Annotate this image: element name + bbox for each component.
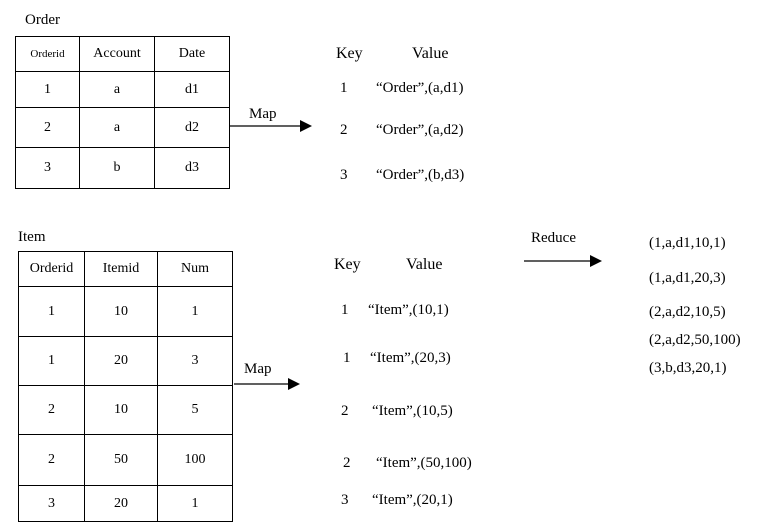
item-map-key: 2 <box>341 403 349 419</box>
reduce-result: (1,a,d1,10,1) <box>649 235 726 251</box>
order-row: 1 a d1 <box>15 71 230 108</box>
item-table: Orderid Itemid Num 1 10 1 1 20 3 2 10 5 … <box>18 251 233 522</box>
order-table: Orderid Account Date 1 a d1 2 a d2 3 b d… <box>15 36 230 189</box>
order-cell: d2 <box>154 107 230 148</box>
item-col-header: Itemid <box>84 251 158 287</box>
order-map-key: 2 <box>340 122 348 138</box>
item-cell: 5 <box>157 385 233 435</box>
order-cell: 1 <box>15 71 80 108</box>
reduce-result: (3,b,d3,20,1) <box>649 360 727 376</box>
order-cell: d1 <box>154 71 230 108</box>
item-cell: 50 <box>84 434 158 486</box>
item-cell: 20 <box>84 485 158 522</box>
order-header-row: Orderid Account Date <box>15 36 230 72</box>
item-cell: 3 <box>18 485 85 522</box>
item-cell: 3 <box>157 336 233 386</box>
order-row: 3 b d3 <box>15 147 230 189</box>
order-table-title: Order <box>25 12 60 28</box>
item-col-header: Orderid <box>18 251 85 287</box>
order-cell: a <box>79 107 155 148</box>
item-value-header: Value <box>406 256 443 273</box>
item-col-header: Num <box>157 251 233 287</box>
item-map-value: “Item”,(20,1) <box>372 492 453 508</box>
order-map-key: 1 <box>340 80 348 96</box>
item-map-key: 3 <box>341 492 349 508</box>
order-value-header: Value <box>412 45 449 62</box>
item-map-arrow <box>234 378 300 390</box>
order-col-header: Orderid <box>15 36 80 72</box>
order-map-arrow <box>230 120 312 132</box>
order-cell: 2 <box>15 107 80 148</box>
item-map-value: “Item”,(10,1) <box>368 302 449 318</box>
reduce-result: (1,a,d1,20,3) <box>649 270 726 286</box>
item-table-title: Item <box>18 229 46 245</box>
item-row: 3 20 1 <box>18 485 233 522</box>
reduce-label: Reduce <box>531 230 576 246</box>
order-map-value: “Order”,(a,d2) <box>376 122 464 138</box>
item-map-label: Map <box>244 361 272 377</box>
item-map-key: 1 <box>341 302 349 318</box>
item-row: 1 10 1 <box>18 286 233 337</box>
item-cell: 10 <box>84 286 158 337</box>
order-cell: d3 <box>154 147 230 189</box>
order-key-header: Key <box>336 45 363 62</box>
item-header-row: Orderid Itemid Num <box>18 251 233 287</box>
order-cell: a <box>79 71 155 108</box>
item-cell: 10 <box>84 385 158 435</box>
reduce-result: (2,a,d2,50,100) <box>649 332 741 348</box>
reduce-result: (2,a,d2,10,5) <box>649 304 726 320</box>
order-col-header: Account <box>79 36 155 72</box>
item-row: 2 10 5 <box>18 385 233 435</box>
order-map-value: “Order”,(b,d3) <box>376 167 465 183</box>
item-row: 2 50 100 <box>18 434 233 486</box>
item-cell: 20 <box>84 336 158 386</box>
item-map-key: 1 <box>343 350 351 366</box>
item-key-header: Key <box>334 256 361 273</box>
reduce-arrow <box>524 255 602 267</box>
item-map-key: 2 <box>343 455 351 471</box>
order-map-label: Map <box>249 106 277 122</box>
item-map-value: “Item”,(50,100) <box>376 455 472 471</box>
order-cell: b <box>79 147 155 189</box>
order-cell: 3 <box>15 147 80 189</box>
item-map-value: “Item”,(20,3) <box>370 350 451 366</box>
order-col-header: Date <box>154 36 230 72</box>
order-map-value: “Order”,(a,d1) <box>376 80 464 96</box>
item-cell: 1 <box>157 286 233 337</box>
item-cell: 1 <box>18 336 85 386</box>
item-cell: 2 <box>18 385 85 435</box>
item-cell: 2 <box>18 434 85 486</box>
item-map-value: “Item”,(10,5) <box>372 403 453 419</box>
order-row: 2 a d2 <box>15 107 230 148</box>
item-cell: 100 <box>157 434 233 486</box>
item-row: 1 20 3 <box>18 336 233 386</box>
order-map-key: 3 <box>340 167 348 183</box>
item-cell: 1 <box>157 485 233 522</box>
item-cell: 1 <box>18 286 85 337</box>
